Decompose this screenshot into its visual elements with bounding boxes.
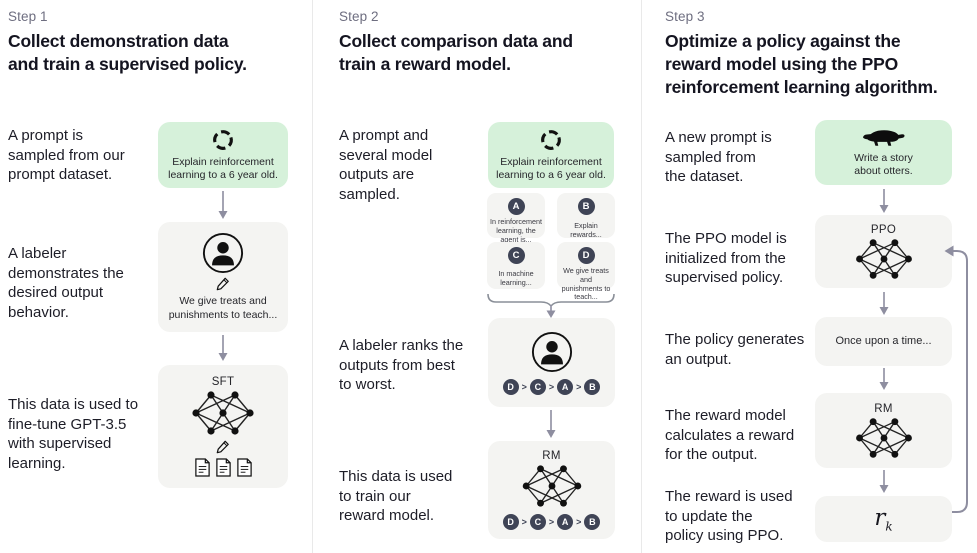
- step2-label: Step 2: [339, 9, 379, 24]
- output-d-badge: D: [577, 247, 595, 264]
- person-icon: [531, 331, 573, 373]
- down-arrow: [546, 305, 556, 318]
- sft-model-label: SFT: [211, 376, 235, 388]
- output-b-text: Explain rewards...: [570, 221, 602, 239]
- rank-chip: C: [529, 514, 546, 530]
- down-arrow: [879, 292, 889, 315]
- column-divider-1: [312, 0, 313, 553]
- step3-ppo-box: PPO: [815, 215, 952, 288]
- output-c-badge: C: [507, 247, 525, 264]
- rank-chip: D: [502, 514, 519, 530]
- ranking-order: D > C > A > B: [502, 514, 601, 530]
- output-b-box: B Explain rewards...: [557, 193, 615, 239]
- ppo-model-label: PPO: [870, 223, 897, 236]
- neural-network-icon: [855, 417, 913, 459]
- down-arrow: [879, 368, 889, 390]
- rank-chip: B: [584, 378, 601, 395]
- otter-icon: [862, 127, 906, 148]
- down-arrow: [879, 189, 889, 213]
- rm-model-label: RM: [874, 402, 893, 415]
- step2-rm-box: RM D: [488, 441, 615, 539]
- step3-label: Step 3: [665, 9, 705, 24]
- output-b-badge: B: [577, 198, 595, 215]
- step2-ranking-box: D > C > A > B: [488, 318, 615, 407]
- gt-separator: >: [548, 517, 555, 527]
- gt-separator: >: [576, 381, 582, 392]
- documents-icon: [194, 458, 253, 477]
- rank-chip: A: [557, 378, 574, 395]
- down-arrow: [218, 191, 228, 219]
- rank-chip: B: [584, 514, 601, 530]
- rank-chip: D: [502, 378, 519, 395]
- output-a-badge: A: [507, 198, 525, 215]
- rank-chip: C: [529, 378, 546, 395]
- step3-output-text: Once upon a time...: [835, 334, 932, 347]
- ranking-order: D > C > A > B: [502, 378, 601, 395]
- down-arrow: [546, 410, 556, 438]
- gt-separator: >: [576, 517, 582, 527]
- pencil-icon: [216, 277, 230, 291]
- step1-label: Step 1: [8, 9, 48, 24]
- gt-separator: >: [521, 381, 527, 392]
- brace: [487, 293, 615, 306]
- cycle-arrows-icon: [211, 128, 235, 152]
- neural-network-icon: [521, 464, 583, 508]
- neural-network-icon: [855, 238, 913, 280]
- down-arrow: [218, 335, 228, 361]
- step1-sft-box: SFT: [158, 365, 288, 488]
- pencil-icon: [216, 440, 230, 454]
- step3-output-box: Once upon a time...: [815, 317, 952, 366]
- step3-rm-box: RM: [815, 393, 952, 468]
- gt-separator: >: [521, 517, 527, 527]
- reward-symbol: rk: [874, 504, 893, 534]
- rm-model-label: RM: [542, 450, 561, 462]
- neural-network-icon: [191, 390, 255, 436]
- step3-reward-box: rk: [815, 496, 952, 542]
- rank-chip: A: [557, 514, 574, 530]
- cycle-arrows-icon: [539, 128, 563, 152]
- down-arrow: [879, 470, 889, 493]
- gt-separator: >: [548, 381, 555, 392]
- person-icon: [202, 232, 244, 274]
- column-divider-2: [641, 0, 642, 553]
- feedback-loop-arrow: [944, 245, 968, 513]
